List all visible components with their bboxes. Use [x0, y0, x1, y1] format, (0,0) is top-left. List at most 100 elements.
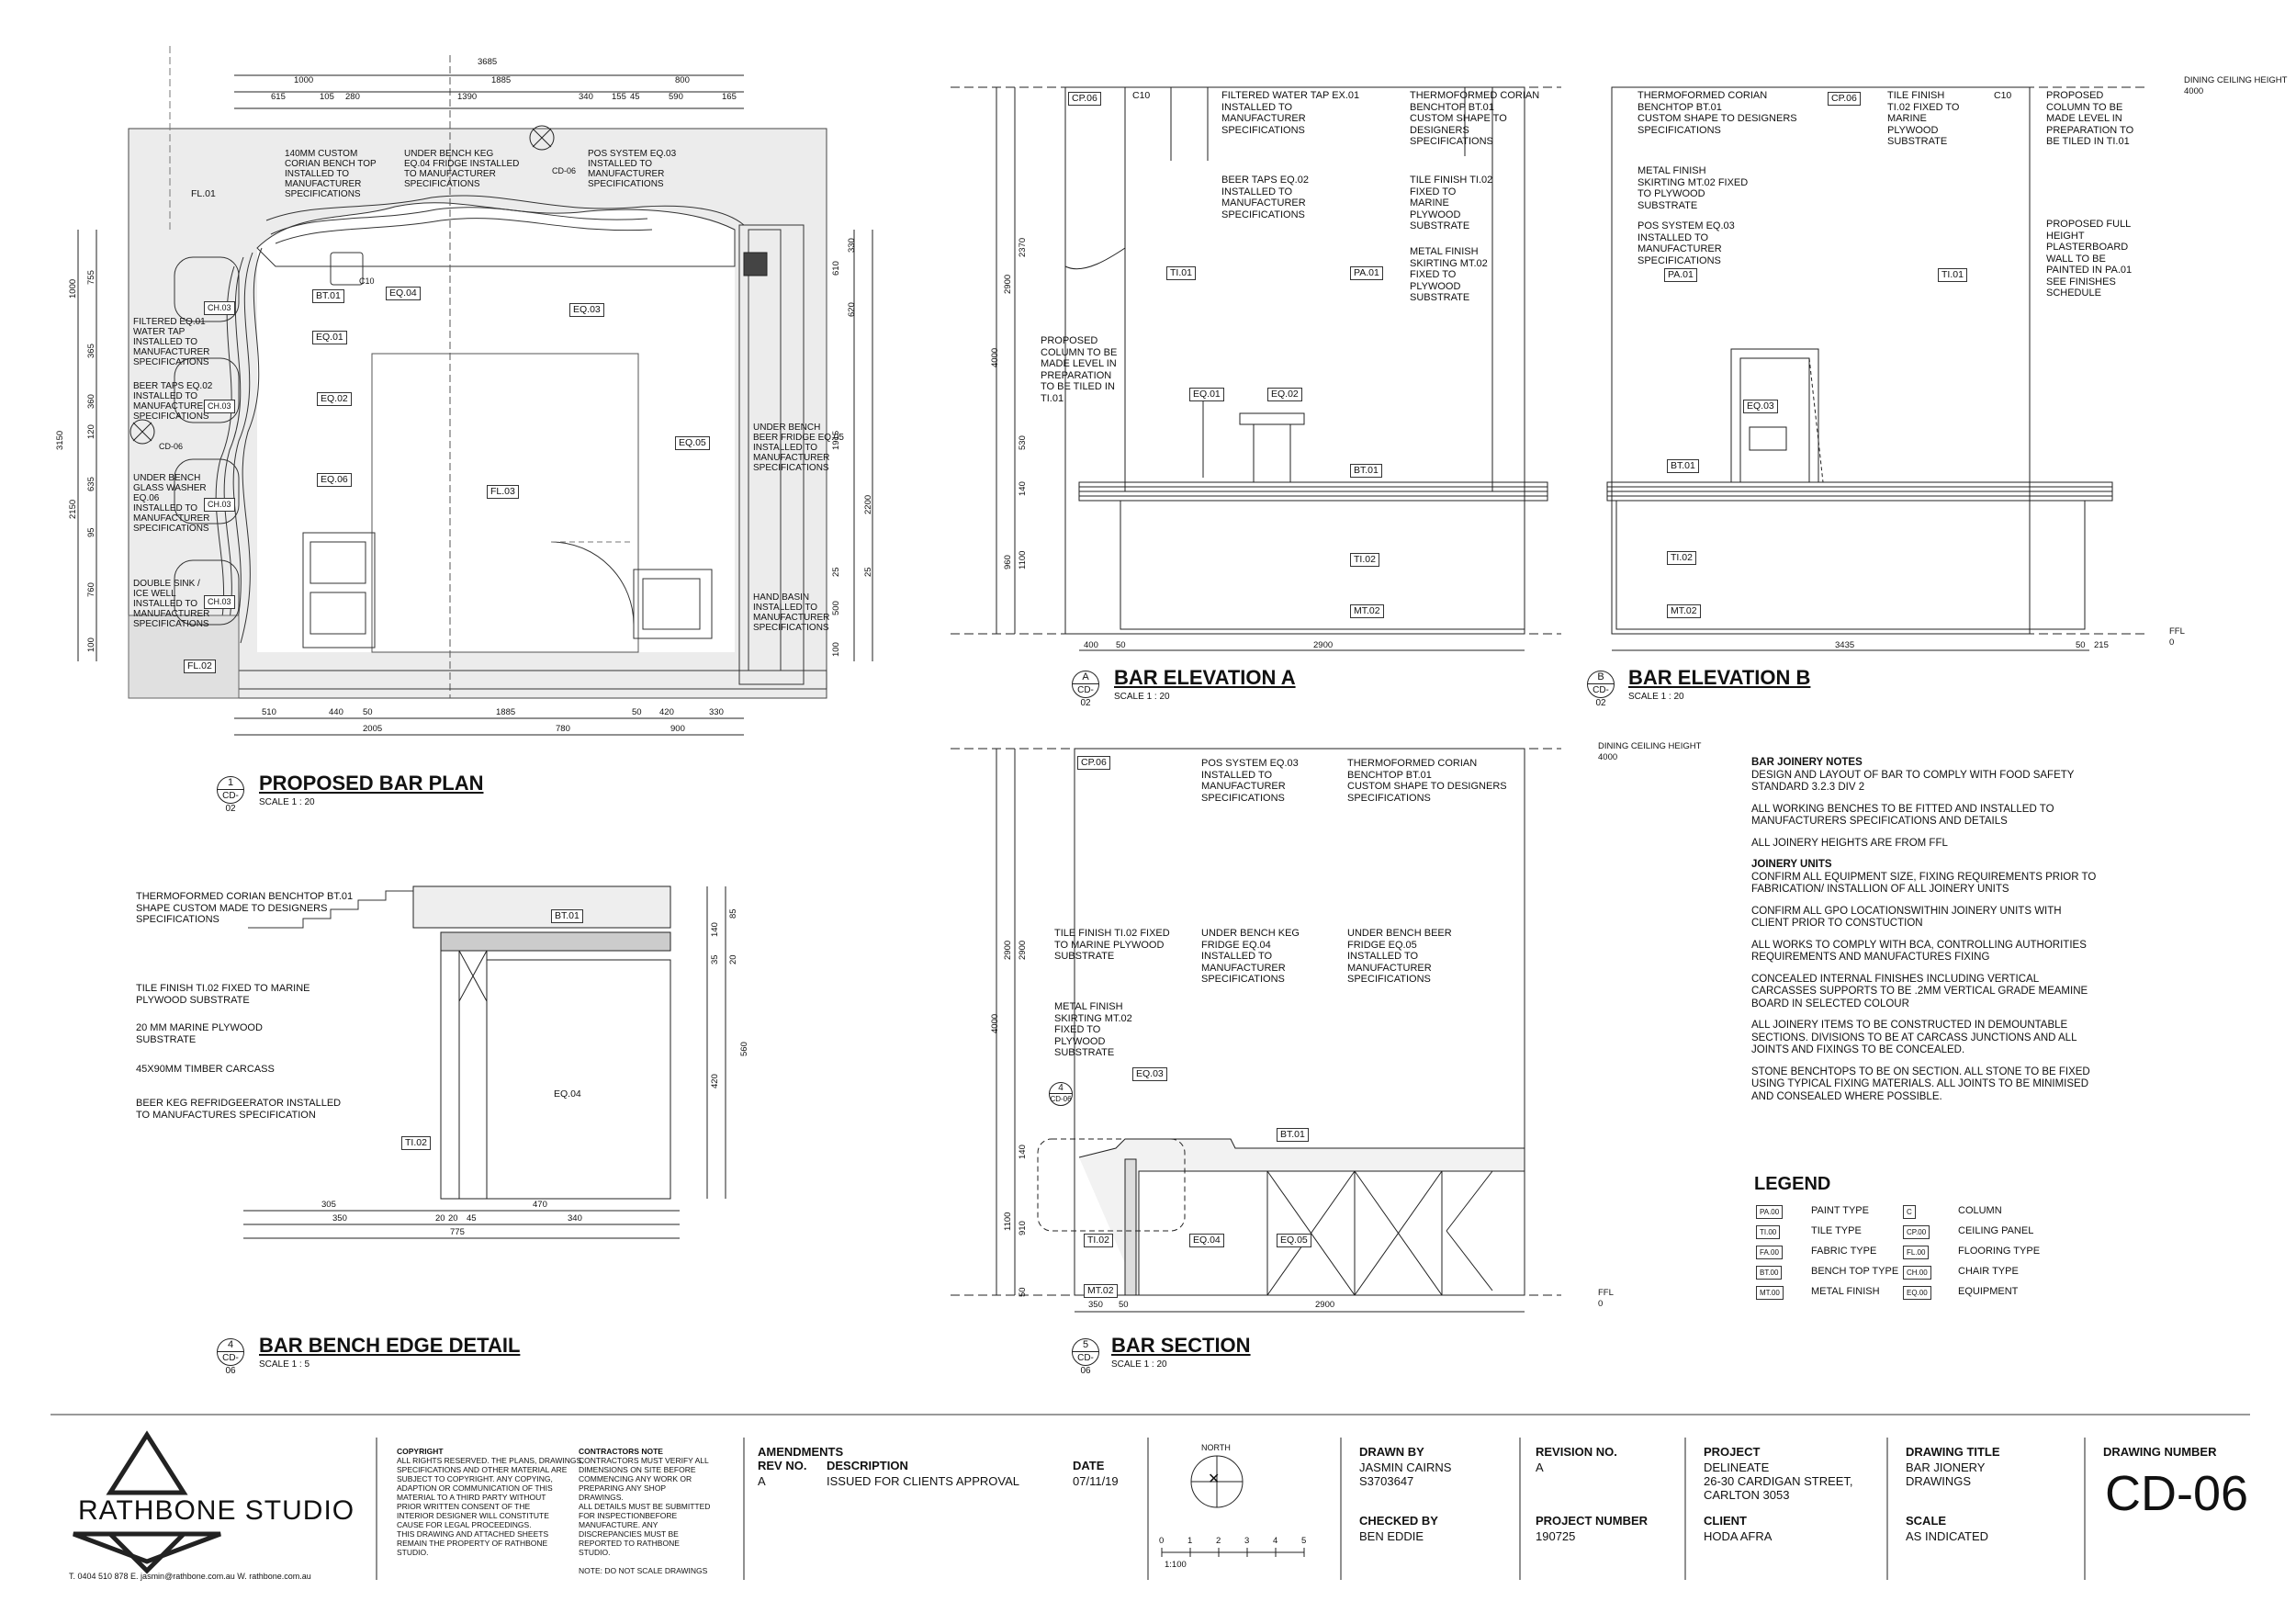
amend-rev: A — [758, 1474, 766, 1488]
elev-b-tag-c10: C10 — [1994, 90, 2012, 101]
plan-dim-top: 155 — [612, 92, 626, 102]
plan-label-pos: POS SYSTEM EQ.03 INSTALLED TO MANUFACTUR… — [588, 149, 677, 189]
legend-text: FLOORING TYPE — [1958, 1246, 2041, 1257]
plan-dim-left-total: 2150 — [68, 499, 78, 519]
amend-desc: ISSUED FOR CLIENTS APPROVAL — [827, 1474, 1019, 1488]
plan-label-bench-top: 140MM CUSTOM CORIAN BENCH TOP INSTALLED … — [285, 149, 377, 199]
elev-a-view-marker: A CD-02 — [1072, 671, 1099, 708]
edge-dim-right: 20 — [728, 954, 738, 964]
edge-dim-right: 140 — [710, 922, 720, 937]
elev-a-tag-eq02: EQ.02 — [1267, 388, 1302, 401]
elev-a-scale: SCALE 1 : 20 — [1114, 692, 1170, 702]
legend-text: EQUIPMENT — [1958, 1286, 2019, 1297]
drawing-number: CD-06 — [2105, 1466, 2249, 1521]
scale-bar-tick: 3 — [1244, 1536, 1250, 1546]
plan-dim-left-total: 1000 — [68, 278, 78, 299]
section-label-tile: TILE FINISH TI.02 FIXED TO MARINE PLYWOO… — [1054, 928, 1170, 962]
section-dim: 2900 — [1003, 940, 1013, 960]
scale: AS INDICATED — [1906, 1529, 1989, 1543]
elev-b-tag-ti01: TI.01 — [1938, 268, 1967, 282]
elev-a-tag-cp06: CP.06 — [1068, 92, 1101, 106]
plan-dim-left: 365 — [86, 344, 96, 358]
edge-dim-bottom: 470 — [533, 1200, 547, 1210]
elev-a-tag-mt02: MT.02 — [1350, 604, 1384, 618]
elev-b-dim-bottom: 215 — [2094, 640, 2109, 650]
section-dim: 140 — [1018, 1145, 1028, 1159]
section-label-metal: METAL FINISH SKIRTING MT.02 FIXED TO PLY… — [1054, 1001, 1132, 1058]
scale-bar-tick: 0 — [1159, 1536, 1165, 1546]
elev-a-tag-bt01: BT.01 — [1350, 464, 1382, 478]
plan-title: PROPOSED BAR PLAN — [259, 772, 484, 795]
elev-a-tag-pa01: PA.01 — [1350, 266, 1383, 280]
section-tag-bt01: BT.01 — [1277, 1128, 1309, 1142]
legend-text: METAL FINISH — [1811, 1286, 1880, 1297]
plan-ref-cd06: CD-06 — [159, 442, 184, 451]
contractors-text: CONTRACTORS MUST VERIFY ALL DIMENSIONS O… — [579, 1456, 711, 1575]
plan-tag-c10: C10 — [359, 276, 375, 286]
section-view-marker: 5 CD-06 — [1072, 1338, 1099, 1376]
elev-a-label-column: PROPOSED COLUMN TO BE MADE LEVEL IN PREP… — [1041, 335, 1118, 404]
section-tag-mt02: MT.02 — [1084, 1284, 1118, 1298]
plan-dim-top: 1885 — [491, 75, 512, 85]
amend-date-heading: DATE — [1073, 1459, 1105, 1472]
project-heading: PROJECT — [1704, 1445, 1761, 1459]
section-dim: 910 — [1018, 1221, 1028, 1235]
checked-by-heading: CHECKED BY — [1359, 1514, 1438, 1528]
edge-title: BAR BENCH EDGE DETAIL — [259, 1334, 521, 1357]
edge-dim-bottom: 45 — [467, 1213, 477, 1224]
section-title: BAR SECTION — [1111, 1334, 1251, 1357]
amend-desc-heading: DESCRIPTION — [827, 1459, 908, 1472]
edge-view-number: 4 — [218, 1339, 243, 1352]
section-dim: 4000 — [990, 1013, 1000, 1033]
edge-dim-right: 85 — [728, 908, 738, 919]
notes-item: STONE BENCHTOPS TO BE ON SECTION. ALL ST… — [1751, 1066, 2090, 1102]
section-dim: 2900 — [1018, 940, 1028, 960]
plan-dim-left: 635 — [86, 477, 96, 491]
edge-tag-bt01: BT.01 — [551, 909, 583, 923]
notes-heading: BAR JOINERY NOTES — [1751, 757, 1863, 768]
checked-by: BEN EDDIE — [1359, 1529, 1424, 1543]
plan-dim-top: 105 — [320, 92, 334, 102]
plan-dim-top: 280 — [345, 92, 360, 102]
elev-b-label-column: PROPOSED COLUMN TO BE MADE LEVEL IN PREP… — [2046, 90, 2134, 147]
elev-b-ceiling-value: 4000 — [2184, 86, 2204, 96]
plan-dim-top: 165 — [722, 92, 737, 102]
plan-label-sink: DOUBLE SINK / ICE WELL INSTALLED TO MANU… — [133, 579, 210, 629]
plan-dim-top: 800 — [675, 75, 690, 85]
copyright-heading: COPYRIGHT — [397, 1447, 444, 1456]
legend-text: FABRIC TYPE — [1811, 1246, 1877, 1257]
plan-dim-left: 95 — [86, 527, 96, 537]
notes-item: ALL JOINERY HEIGHTS ARE FROM FFL — [1751, 837, 1948, 849]
edge-label-ply: 20 MM MARINE PLYWOOD SUBSTRATE — [136, 1022, 263, 1045]
legend-text: BENCH TOP TYPE — [1811, 1266, 1899, 1277]
section-tag-eq05: EQ.05 — [1277, 1234, 1311, 1247]
plan-dim-bottom: 420 — [659, 707, 674, 717]
plan-tag-chair: CH.03 — [204, 400, 235, 413]
plan-view-number: 1 — [218, 777, 243, 790]
section-label-pos: POS SYSTEM EQ.03 INSTALLED TO MANUFACTUR… — [1201, 758, 1299, 804]
elev-b-view-marker: B CD-02 — [1587, 671, 1615, 708]
elev-b-ffl-label: FFL — [2169, 626, 2185, 637]
section-tag-eq04: EQ.04 — [1189, 1234, 1224, 1247]
elev-b-tag-eq03: EQ.03 — [1743, 400, 1778, 413]
plan-dim-bottom: 440 — [329, 707, 343, 717]
plan-dim-bottom: 2005 — [363, 724, 383, 734]
plan-tag-eq02: EQ.02 — [317, 392, 352, 406]
scale-bar-tick: 1 — [1187, 1536, 1193, 1546]
notes-item: ALL WORKS TO COMPLY WITH BCA, CONTROLLIN… — [1751, 939, 2087, 964]
edge-label-timber: 45X90MM TIMBER CARCASS — [136, 1064, 275, 1075]
edge-tag-eq04: EQ.04 — [554, 1088, 581, 1100]
notes-item: ALL JOINERY ITEMS TO BE CONSTRUCTED IN D… — [1751, 1020, 2077, 1055]
joinery-notes: BAR JOINERY NOTES DESIGN AND LAYOUT OF B… — [1751, 757, 2100, 1112]
section-ceiling-label: DINING CEILING HEIGHT — [1598, 741, 1702, 751]
plan-label-beer-taps: BEER TAPS EQ.02 INSTALLED TO MANUFACTURE… — [133, 381, 213, 422]
section-label-beer: UNDER BENCH BEER FRIDGE EQ.05 INSTALLED … — [1347, 928, 1452, 985]
elev-a-dim: 2900 — [1003, 274, 1013, 294]
elev-b-scale: SCALE 1 : 20 — [1628, 692, 1684, 702]
plan-dim-bottom: 900 — [670, 724, 685, 734]
scale-bar-ratio: 1:100 — [1165, 1560, 1187, 1570]
drawing-title: BAR JIONERY DRAWINGS — [1906, 1460, 1986, 1488]
elev-a-dim: 2370 — [1018, 237, 1028, 257]
section-label-corian: THERMOFORMED CORIAN BENCHTOP BT.01 CUSTO… — [1347, 758, 1507, 804]
edge-label-tile: TILE FINISH TI.02 FIXED TO MARINE PLYWOO… — [136, 983, 310, 1006]
